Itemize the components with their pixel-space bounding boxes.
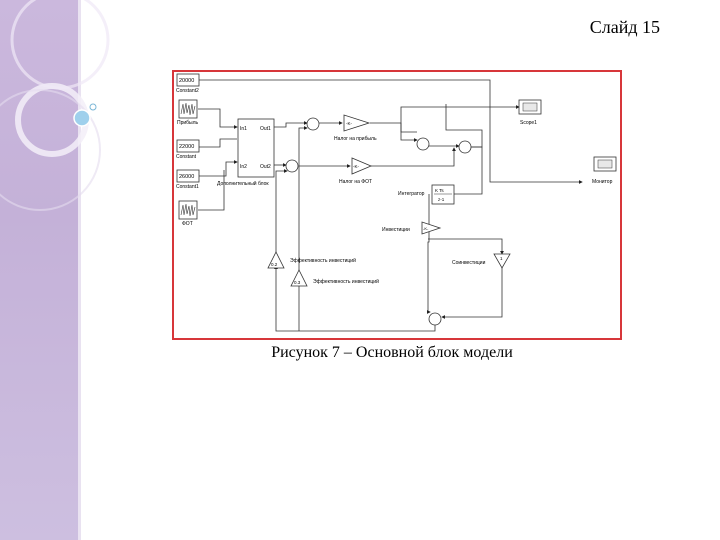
signal-icon <box>180 102 196 116</box>
constant-value: 22000 <box>179 144 194 150</box>
block-gain-eff2[interactable] <box>290 269 308 287</box>
line-pribyl-in1 <box>198 108 238 129</box>
block-gain-tax-profit[interactable] <box>343 114 371 132</box>
sum-block-5[interactable] <box>428 312 442 326</box>
line-to-integrator <box>449 146 483 195</box>
constant2-label: Constant2 <box>176 88 199 94</box>
line-taxfot-sum <box>370 147 456 167</box>
integrator-denominator: z-1 <box>438 197 445 202</box>
line-out1-sum <box>273 121 308 128</box>
subsystem-out1: Out1 <box>260 126 271 132</box>
line-const-sum <box>198 138 237 148</box>
tax-profit-label: Налог на прибыль <box>334 136 377 142</box>
eff2-label: Эффективность инвестиций <box>313 278 379 285</box>
monitor-screen-icon <box>597 159 613 169</box>
pribyl-label: Прибыль <box>177 120 199 126</box>
ring-outer <box>0 89 101 211</box>
eff2-gain-value: 0.3 <box>294 280 301 285</box>
coinvest-label: Соинвестиции <box>452 260 486 266</box>
figure-caption-text: Рисунок 7 – Основной блок модели <box>271 344 513 361</box>
constant1-value: 26000 <box>179 174 194 180</box>
bubble-small <box>89 103 97 111</box>
scope1-label: Scope1 <box>520 120 537 126</box>
sum-block-2[interactable] <box>285 159 299 173</box>
model-diagram-frame: 20000 Constant2 Прибыль 22000 Constant 2… <box>172 70 622 340</box>
sidebar-edge <box>78 0 81 540</box>
integrator-numerator: K Ts <box>435 188 444 193</box>
eff1-gain-value: 0.2 <box>271 262 278 267</box>
block-constant2[interactable] <box>176 73 200 87</box>
invest-gain-value: -K- <box>423 226 429 231</box>
invest-label: Инвестиции <box>382 227 410 233</box>
line-constant2-monitor <box>198 79 583 184</box>
coinvest-gain-value: 1 <box>500 256 503 261</box>
model-diagram: 20000 Constant2 Прибыль 22000 Constant 2… <box>176 73 617 332</box>
ring-top <box>10 0 110 90</box>
sum-block-1[interactable] <box>306 117 320 131</box>
line-to-coinvest <box>428 238 504 255</box>
signal-icon <box>180 203 196 217</box>
fot-label: ФОТ <box>182 221 193 227</box>
line-feedback <box>445 104 483 148</box>
subsystem-out2: Out2 <box>260 164 271 170</box>
block-gain-eff1[interactable] <box>267 251 285 269</box>
scope-screen-icon <box>522 102 538 112</box>
constant-label: Constant <box>176 154 197 160</box>
tax-fot-label: Налог на ФОТ <box>339 179 372 185</box>
line-taxprofit-sum <box>370 122 418 142</box>
tax-fot-gain-value: -K- <box>353 164 360 169</box>
block-gain-invest[interactable] <box>421 221 442 235</box>
block-gain-coinvest[interactable] <box>493 253 511 269</box>
subsystem-label: Дополнительный блок <box>217 180 269 187</box>
subsystem-in2: In2 <box>240 164 247 170</box>
slide-title: Слайд 15 <box>589 17 660 37</box>
constant2-value: 20000 <box>179 78 194 84</box>
sum-block-3[interactable] <box>416 137 430 151</box>
constant1-label: Constant1 <box>176 184 199 190</box>
bubble-dot <box>73 109 91 127</box>
block-subsystem[interactable] <box>237 118 275 178</box>
line-invest-sum <box>426 227 431 314</box>
line-eff1-sum <box>275 169 288 253</box>
line-eff2-sum <box>298 126 308 277</box>
monitor-label: Монитор <box>592 179 613 185</box>
line-branch <box>400 123 417 133</box>
block-integrator[interactable] <box>431 184 455 205</box>
line-coinvest-sum <box>441 267 503 319</box>
integrator-label: Интегратор <box>398 191 425 197</box>
decorative-rings <box>0 0 110 211</box>
subsystem-in1: In1 <box>240 126 247 132</box>
tax-profit-gain-value: -K- <box>346 121 353 126</box>
figure-caption: Рисунок 7 – Основной блок модели <box>0 344 720 362</box>
line-integrator-invest <box>428 194 433 229</box>
block-constant1[interactable] <box>176 169 200 183</box>
line-const1-in2 <box>198 160 238 177</box>
line-eff1-feedback <box>274 265 436 332</box>
line-fot <box>198 170 225 211</box>
sum-block-4[interactable] <box>458 140 472 154</box>
line-to-scope1 <box>400 105 520 123</box>
block-constant[interactable] <box>176 139 200 153</box>
block-gain-tax-fot[interactable] <box>351 157 373 175</box>
eff1-label: Эффективность инвестиций <box>290 257 356 264</box>
